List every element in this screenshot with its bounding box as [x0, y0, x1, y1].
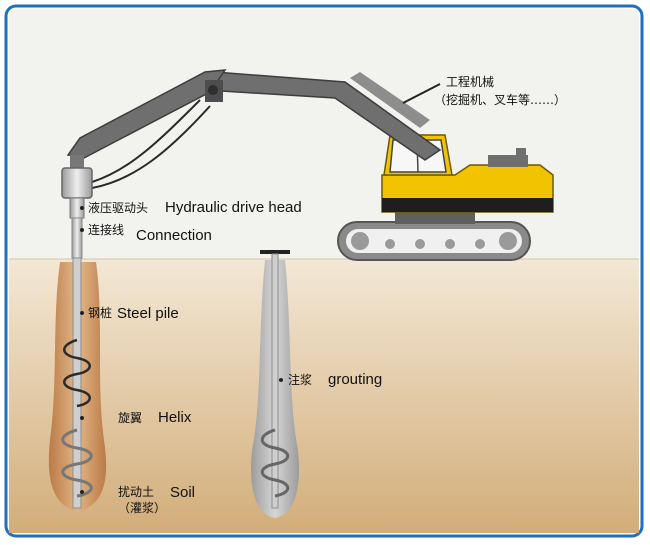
helix-icon: [63, 338, 91, 408]
label-grouting-en: grouting: [328, 371, 382, 388]
grouting-pile: [250, 250, 300, 518]
machine-label-sub: （挖掘机、叉车等……）: [434, 92, 566, 107]
label-steelpile-en: Steel pile: [117, 305, 179, 322]
label-connection-en: Connection: [136, 227, 212, 244]
drive-head-icon: [61, 155, 93, 259]
label-soil-en: Soil: [170, 484, 195, 501]
label-connection-cn: 连接线: [88, 222, 124, 237]
machine-pointer: [402, 83, 441, 104]
label-soil-cn: 扰动土: [118, 485, 154, 499]
label-soil-sub: （灌浆）: [118, 500, 166, 515]
label-grouting-cn: 注浆: [288, 372, 312, 387]
excavator-icon: [66, 69, 554, 261]
helical-pile-left: [48, 257, 107, 512]
steel-pile-shaft: [72, 257, 82, 509]
callouts: [80, 83, 441, 494]
label-helix-cn: 旋翼: [118, 411, 142, 425]
label-steelpile-cn: 钢桩: [88, 305, 112, 320]
label-helix-en: Helix: [158, 409, 192, 426]
helix-icon: [260, 428, 290, 498]
machine-label-cn: 工程机械: [446, 74, 494, 89]
label-hydraulic-en: Hydraulic drive head: [165, 199, 302, 216]
label-hydraulic-cn: 液压驱动头: [88, 200, 148, 215]
soil-area: [9, 259, 639, 533]
